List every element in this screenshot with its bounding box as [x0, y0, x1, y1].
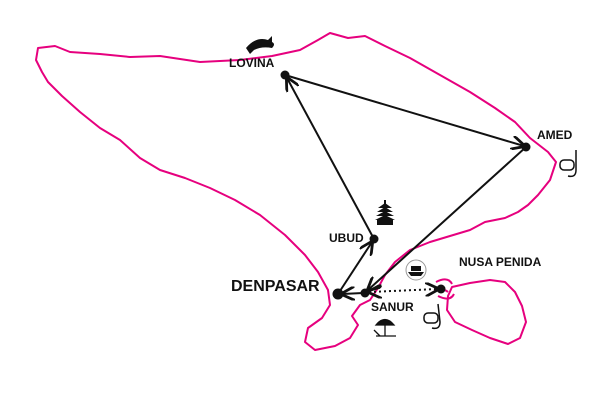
- route: [284, 74, 527, 295]
- route-sanur-nusa-penida: [369, 289, 438, 292]
- label-denpasar: DENPASAR: [231, 278, 320, 295]
- route-sanur-denpasar: [342, 293, 364, 294]
- bali-coastline: [35, 32, 557, 351]
- label-sanur: SANUR: [371, 300, 414, 314]
- route-ubud-lovina: [287, 78, 375, 240]
- route-amed-sanur: [368, 146, 527, 290]
- route-denpasar-ubud: [337, 242, 372, 295]
- dolphin-icon: [246, 36, 274, 54]
- marker-amed[interactable]: [521, 142, 531, 152]
- label-ubud: UBUD: [329, 231, 364, 245]
- route-lovina-amed: [284, 74, 524, 146]
- label-lovina: LOVINA: [229, 56, 275, 70]
- nusa-penida-coastline: [446, 279, 527, 345]
- ferry-icon: [405, 259, 427, 281]
- beach-umbrella-icon: [373, 318, 396, 337]
- marker-sanur[interactable]: [360, 288, 370, 298]
- marker-lovina[interactable]: [280, 70, 290, 80]
- label-amed: AMED: [537, 128, 573, 142]
- temple-icon: [375, 200, 395, 225]
- snorkel-icon: [423, 303, 441, 330]
- marker-nusa-penida[interactable]: [436, 284, 446, 294]
- snorkel-icon: [559, 150, 577, 178]
- label-nusa-penida: NUSA PENIDA: [459, 255, 542, 269]
- marker-denpasar[interactable]: [332, 288, 344, 300]
- marker-ubud[interactable]: [369, 234, 379, 244]
